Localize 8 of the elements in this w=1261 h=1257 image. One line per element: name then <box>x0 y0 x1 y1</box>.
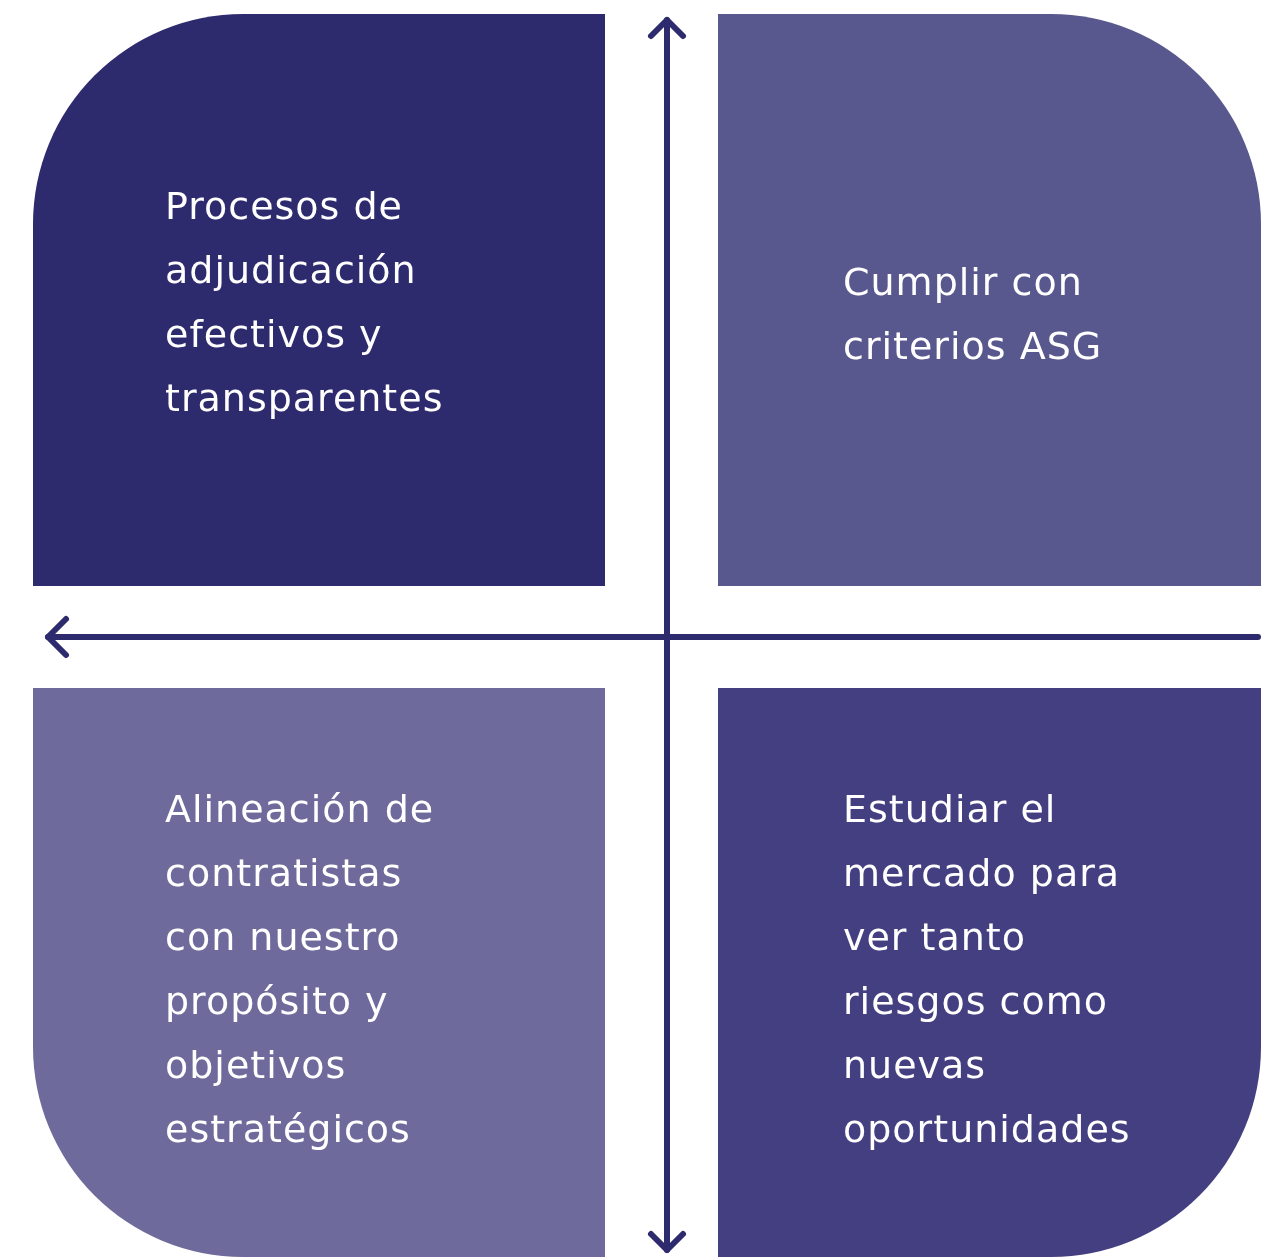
quadrant-text: Alineación de contratistas con nuestro propósito y objetivos estratégicos <box>165 786 436 1153</box>
quadrant-panel <box>718 688 1261 1257</box>
quadrant-text: Procesos de adjudicación efectivos y transparentes <box>165 183 445 422</box>
quadrant-panel <box>718 14 1261 586</box>
quadrant-text: Estudiar el mercado para ver tanto riesgos como nuevas oportunidades <box>843 786 1132 1153</box>
quadrant-text: Cumplir con criterios ASG <box>843 259 1104 370</box>
quadrant-panel <box>33 14 605 586</box>
quadrant-panel <box>33 688 605 1257</box>
